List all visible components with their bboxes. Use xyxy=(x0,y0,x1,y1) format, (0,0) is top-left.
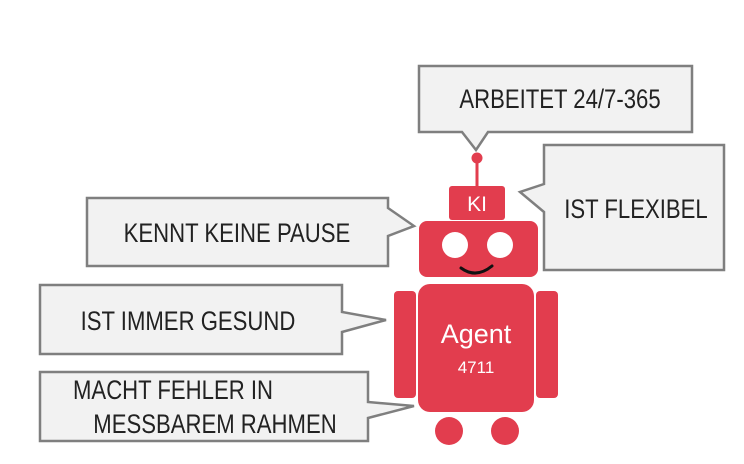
robot-body xyxy=(418,284,534,412)
robot-foot-right xyxy=(491,417,519,445)
bubble-pause-text: KENNT KEINE PAUSE xyxy=(124,219,351,249)
robot-arm-right xyxy=(536,291,558,398)
bubble-gesund: IST IMMER GESUND xyxy=(38,283,387,356)
robot-body-number: 4711 xyxy=(458,358,495,377)
robot-hat-label: KI xyxy=(467,193,487,216)
robot-eye-right xyxy=(487,232,513,258)
bubble-flexibel-text: IST FLEXIBEL xyxy=(564,195,707,225)
bubble-flexibel: IST FLEXIBEL xyxy=(517,143,726,272)
antenna-ball xyxy=(471,152,483,164)
robot: KI Agent 4711 xyxy=(394,152,558,445)
bubble-fehler-text-line1: MACHT FEHLER IN xyxy=(73,376,273,406)
bubble-arbeitet: ARBEITET 24/7-365 xyxy=(417,64,694,153)
robot-eye-left xyxy=(442,232,468,258)
robot-smile xyxy=(459,264,494,275)
robot-head xyxy=(419,221,538,277)
bubble-pause: KENNT KEINE PAUSE xyxy=(85,196,417,268)
robot-foot-left xyxy=(435,417,463,445)
robot-body-label: Agent xyxy=(441,319,512,349)
bubble-fehler: MACHT FEHLER IN MESSBAREM RAHMEN xyxy=(38,370,415,443)
robot-arm-left xyxy=(394,291,416,398)
bubble-arbeitet-text: ARBEITET 24/7-365 xyxy=(459,85,660,115)
robot-hat xyxy=(449,186,505,220)
bubble-gesund-text: IST IMMER GESUND xyxy=(81,307,296,337)
bubble-fehler-text-line2: MESSBAREM RAHMEN xyxy=(93,410,336,440)
